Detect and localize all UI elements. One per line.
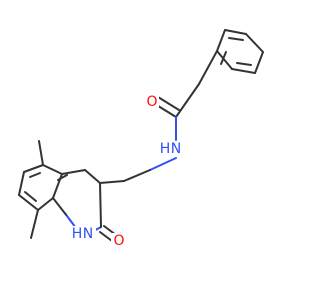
ring-oxygen-label: O xyxy=(113,233,124,249)
ring-co-double-bond xyxy=(99,231,113,242)
amide-hydrogen-label: H xyxy=(160,141,171,157)
amide-oxygen-label: O xyxy=(146,94,157,110)
aromatic-inner-bond xyxy=(57,174,68,181)
chain-bond xyxy=(175,83,200,118)
aromatic-inner-bond xyxy=(29,172,41,178)
phenyl-bond xyxy=(231,68,256,74)
atom-labels: O N H O H N xyxy=(70,94,184,249)
amine-bond xyxy=(149,157,177,171)
amide-oxygen-label-background xyxy=(145,94,159,110)
aromatic-bond xyxy=(23,164,44,173)
ethyl-bond xyxy=(123,169,151,182)
phenyl-bond xyxy=(254,51,264,74)
phenyl-ring xyxy=(216,29,264,74)
ring-bond xyxy=(61,169,86,175)
aromatic-bond xyxy=(37,197,54,211)
aromatic-bond xyxy=(42,164,63,175)
molecule-canvas: O N H O H N xyxy=(18,29,264,249)
aromatic-bond xyxy=(18,194,39,211)
ring-nh-label-background xyxy=(70,226,96,242)
carbonyl-double-bond xyxy=(157,96,180,111)
molecule-structure: O N H O H N xyxy=(18,29,264,249)
propanamide-chain xyxy=(99,50,218,184)
ring-bond xyxy=(99,182,102,228)
chain-bond xyxy=(198,50,218,85)
phenyl-inner-bond xyxy=(228,37,244,41)
quinolinone-rings xyxy=(18,140,117,242)
ring-bond xyxy=(52,197,68,217)
amide-nitrogen-label-background xyxy=(168,141,184,157)
ring-oxygen-label-background xyxy=(111,233,127,249)
methyl-bond xyxy=(30,209,39,239)
methyl-bond xyxy=(38,140,44,166)
aromatic-inner-bond xyxy=(24,191,37,202)
phenyl-bond xyxy=(216,29,226,52)
ring-bond xyxy=(84,169,101,184)
ring-nh-nitrogen-label: N xyxy=(83,226,93,242)
ethyl-bond xyxy=(99,180,125,184)
ring-nh-hydrogen-label: H xyxy=(72,226,83,242)
phenyl-inner-bond xyxy=(220,51,227,65)
phenyl-bond xyxy=(224,29,247,35)
phenyl-bond xyxy=(245,33,264,53)
phenyl-inner-bond xyxy=(236,62,252,66)
amide-nitrogen-label: N xyxy=(171,141,181,157)
aromatic-bond xyxy=(18,171,25,196)
phenyl-bond xyxy=(216,50,233,70)
